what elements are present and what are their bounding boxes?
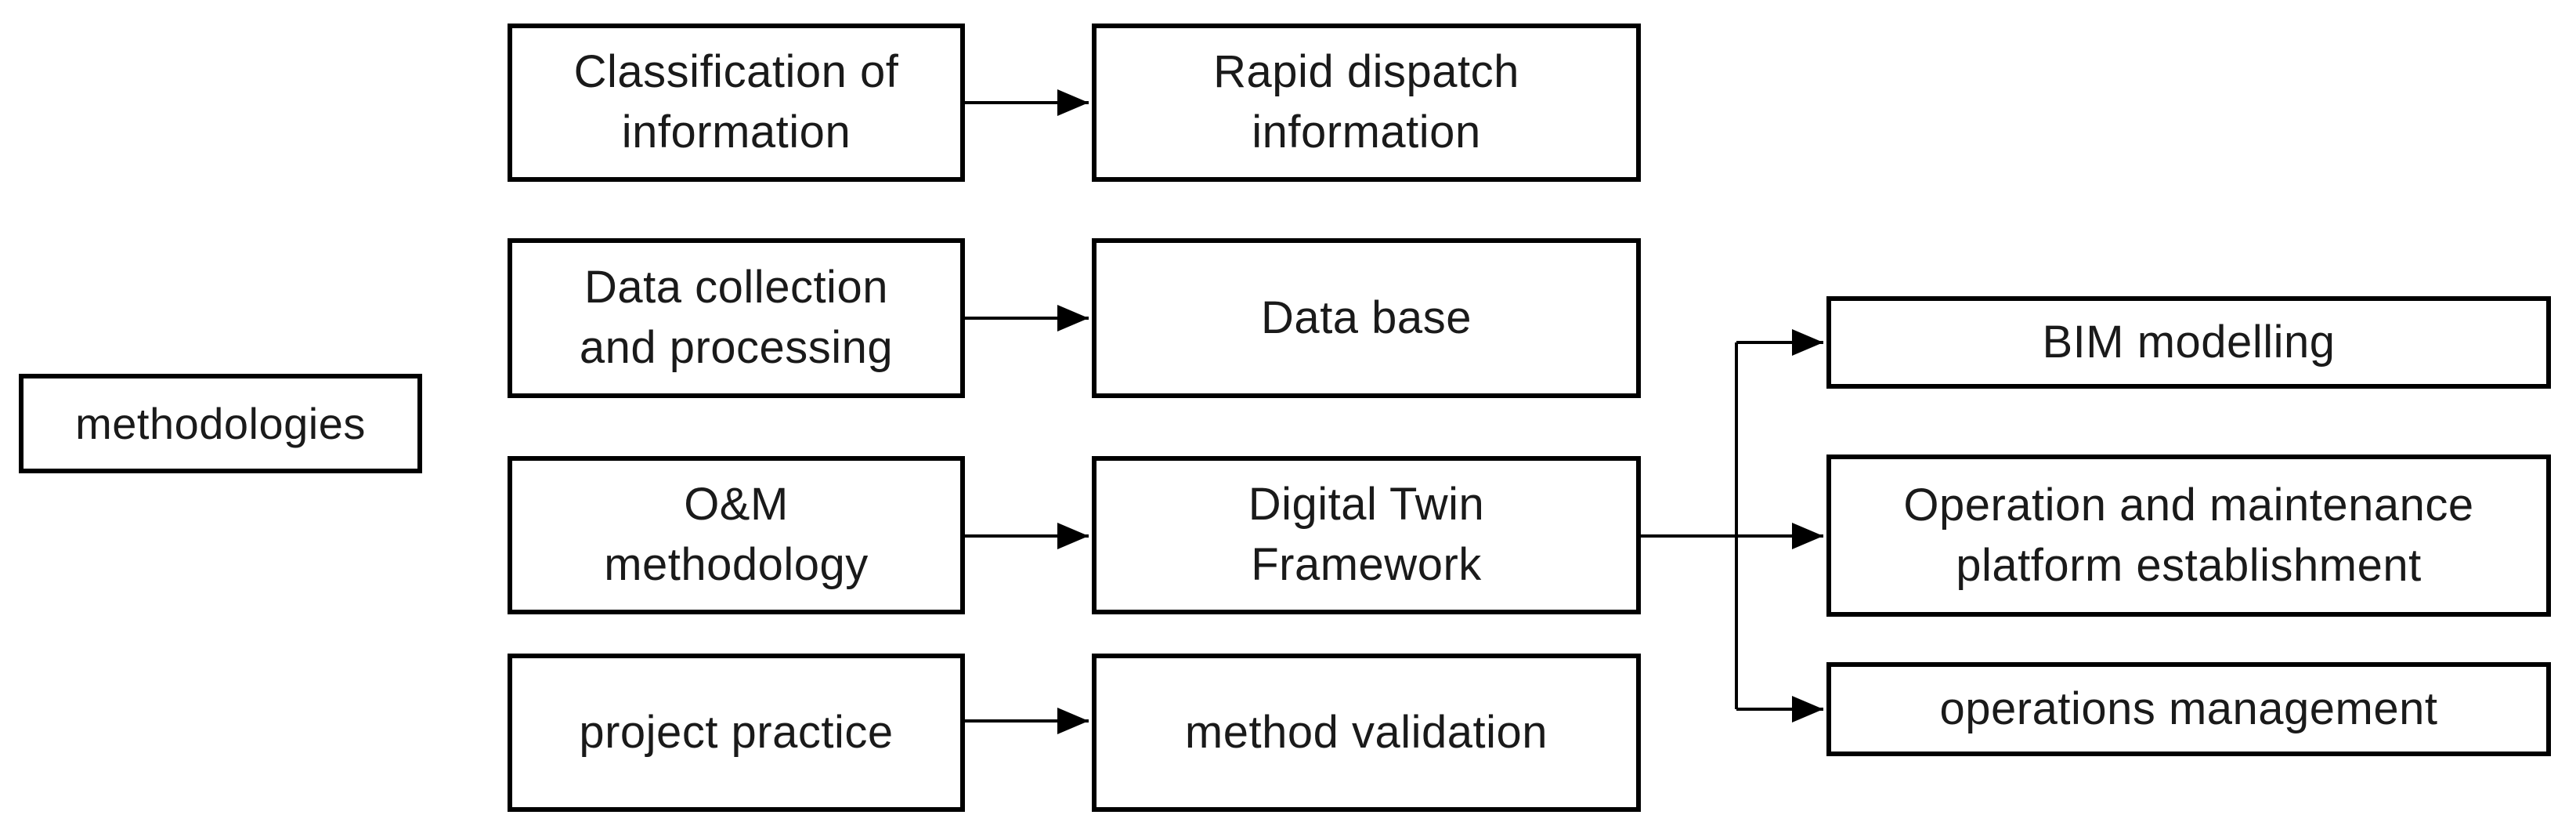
node-project-practice-label: project practice (579, 706, 894, 758)
node-bim-modelling-label: BIM modelling (2042, 316, 2336, 368)
node-digital-twin-framework-label: Digital Twin Framework (1248, 479, 1485, 590)
node-om-methodology-label: O&M methodology (604, 479, 869, 590)
node-om-methodology: O&M methodology (508, 456, 965, 614)
node-classification-of-information-label: Classification of information (573, 46, 899, 158)
node-methodologies-label: methodologies (75, 398, 366, 448)
node-operations-management: operations management (1826, 662, 2551, 756)
node-data-collection-and-processing-label: Data collection and processing (579, 262, 894, 373)
node-operations-management-label: operations management (1939, 683, 2438, 734)
node-bim-modelling: BIM modelling (1826, 296, 2551, 389)
node-operation-and-maintenance-platform: Operation and maintenance platform estab… (1826, 455, 2551, 617)
node-rapid-dispatch-information-label: Rapid dispatch information (1213, 46, 1519, 158)
node-methodologies: methodologies (19, 374, 422, 473)
node-operation-and-maintenance-platform-label: Operation and maintenance platform estab… (1903, 479, 2474, 591)
node-data-base: Data base (1092, 238, 1641, 398)
node-method-validation-label: method validation (1184, 706, 1548, 758)
node-classification-of-information: Classification of information (508, 24, 965, 182)
node-data-base-label: Data base (1261, 292, 1472, 343)
node-digital-twin-framework: Digital Twin Framework (1092, 456, 1641, 614)
node-project-practice: project practice (508, 654, 965, 812)
node-method-validation: method validation (1092, 654, 1641, 812)
node-rapid-dispatch-information: Rapid dispatch information (1092, 24, 1641, 182)
node-data-collection-and-processing: Data collection and processing (508, 238, 965, 398)
